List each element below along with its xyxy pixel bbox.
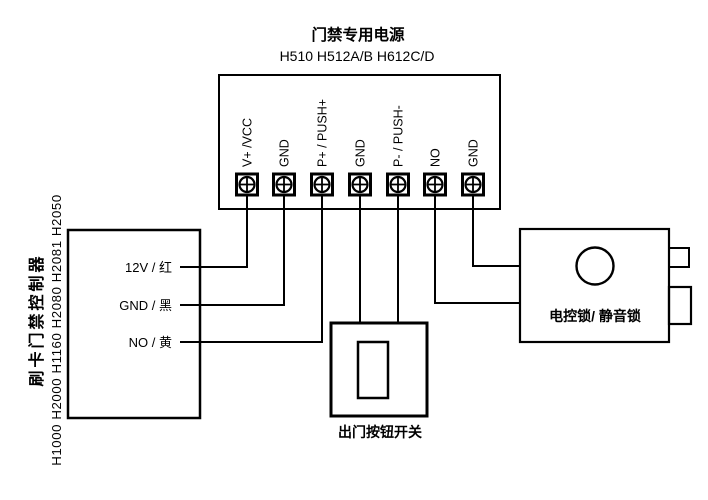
- controller-box: [66, 228, 202, 420]
- terminal-gnd-3: GND: [461, 139, 485, 197]
- controller-pin-gnd: GND / 黑: [119, 298, 172, 313]
- screw-terminal-icon: [423, 172, 447, 197]
- screw-terminal-icon: [386, 172, 410, 197]
- lock-name: 电控锁/ 静音锁: [549, 308, 641, 324]
- lock-box: [518, 227, 671, 344]
- terminal-label-no: NO: [429, 148, 443, 167]
- wire-pushplus-to-no: [180, 194, 323, 343]
- terminal-push-plus: P+ / PUSH+: [310, 99, 334, 197]
- terminal-label-gnd-3: GND: [467, 139, 481, 167]
- controller-pin-12v: 12V / 红: [125, 260, 172, 275]
- terminal-label-push-minus: P- / PUSH-: [392, 105, 406, 167]
- wire-no-to-lock: [434, 194, 520, 304]
- controller-pin-no: NO / 黄: [129, 335, 172, 350]
- lock-cylinder-icon: [575, 246, 615, 286]
- exit-button-box: [329, 321, 429, 418]
- diagram-subtitle: H510 H512A/B H612C/D: [280, 48, 435, 64]
- terminal-gnd-1: GND: [272, 139, 296, 197]
- screw-terminal-icon: [310, 172, 334, 197]
- electric-lock: 电控锁/ 静音锁: [518, 227, 693, 344]
- terminal-block: V+ /VCC GND P+ / PUSH+ GND P- /: [235, 99, 485, 197]
- exit-button-name: 出门按钮开关: [338, 424, 422, 440]
- terminal-label-vcc: V+ /VCC: [241, 118, 255, 167]
- lock-bolt-tab-lower: [667, 285, 693, 326]
- terminal-no: NO: [423, 148, 447, 197]
- exit-button-key-icon: [356, 340, 390, 400]
- terminal-push-minus: P- / PUSH-: [386, 105, 410, 197]
- screw-terminal-icon: [235, 172, 259, 197]
- wires: [180, 194, 520, 343]
- exit-button: 出门按钮开关: [329, 321, 429, 440]
- terminal-gnd-2: GND: [348, 139, 372, 197]
- terminal-label-gnd-2: GND: [354, 139, 368, 167]
- lock-bolt-tab-upper: [668, 247, 690, 268]
- controller: 刷卡门禁控制器 H1000 H2000 H1160 H2080 H2081 H2…: [27, 194, 202, 466]
- wire-gnd-to-lock: [472, 194, 520, 267]
- screw-terminal-icon: [461, 172, 485, 197]
- terminal-label-gnd-1: GND: [278, 139, 292, 167]
- wire-vcc-to-12v: [180, 194, 248, 268]
- diagram-title: 门禁专用电源: [311, 25, 405, 44]
- wire-gnd-to-controller: [180, 194, 285, 306]
- controller-name: 刷卡门禁控制器: [27, 253, 46, 386]
- terminal-vcc: V+ /VCC: [235, 118, 259, 197]
- screw-terminal-icon: [348, 172, 372, 197]
- terminal-label-push-plus: P+ / PUSH+: [316, 99, 330, 167]
- screw-terminal-icon: [272, 172, 296, 197]
- controller-models: H1000 H2000 H1160 H2080 H2081 H2050: [49, 194, 64, 466]
